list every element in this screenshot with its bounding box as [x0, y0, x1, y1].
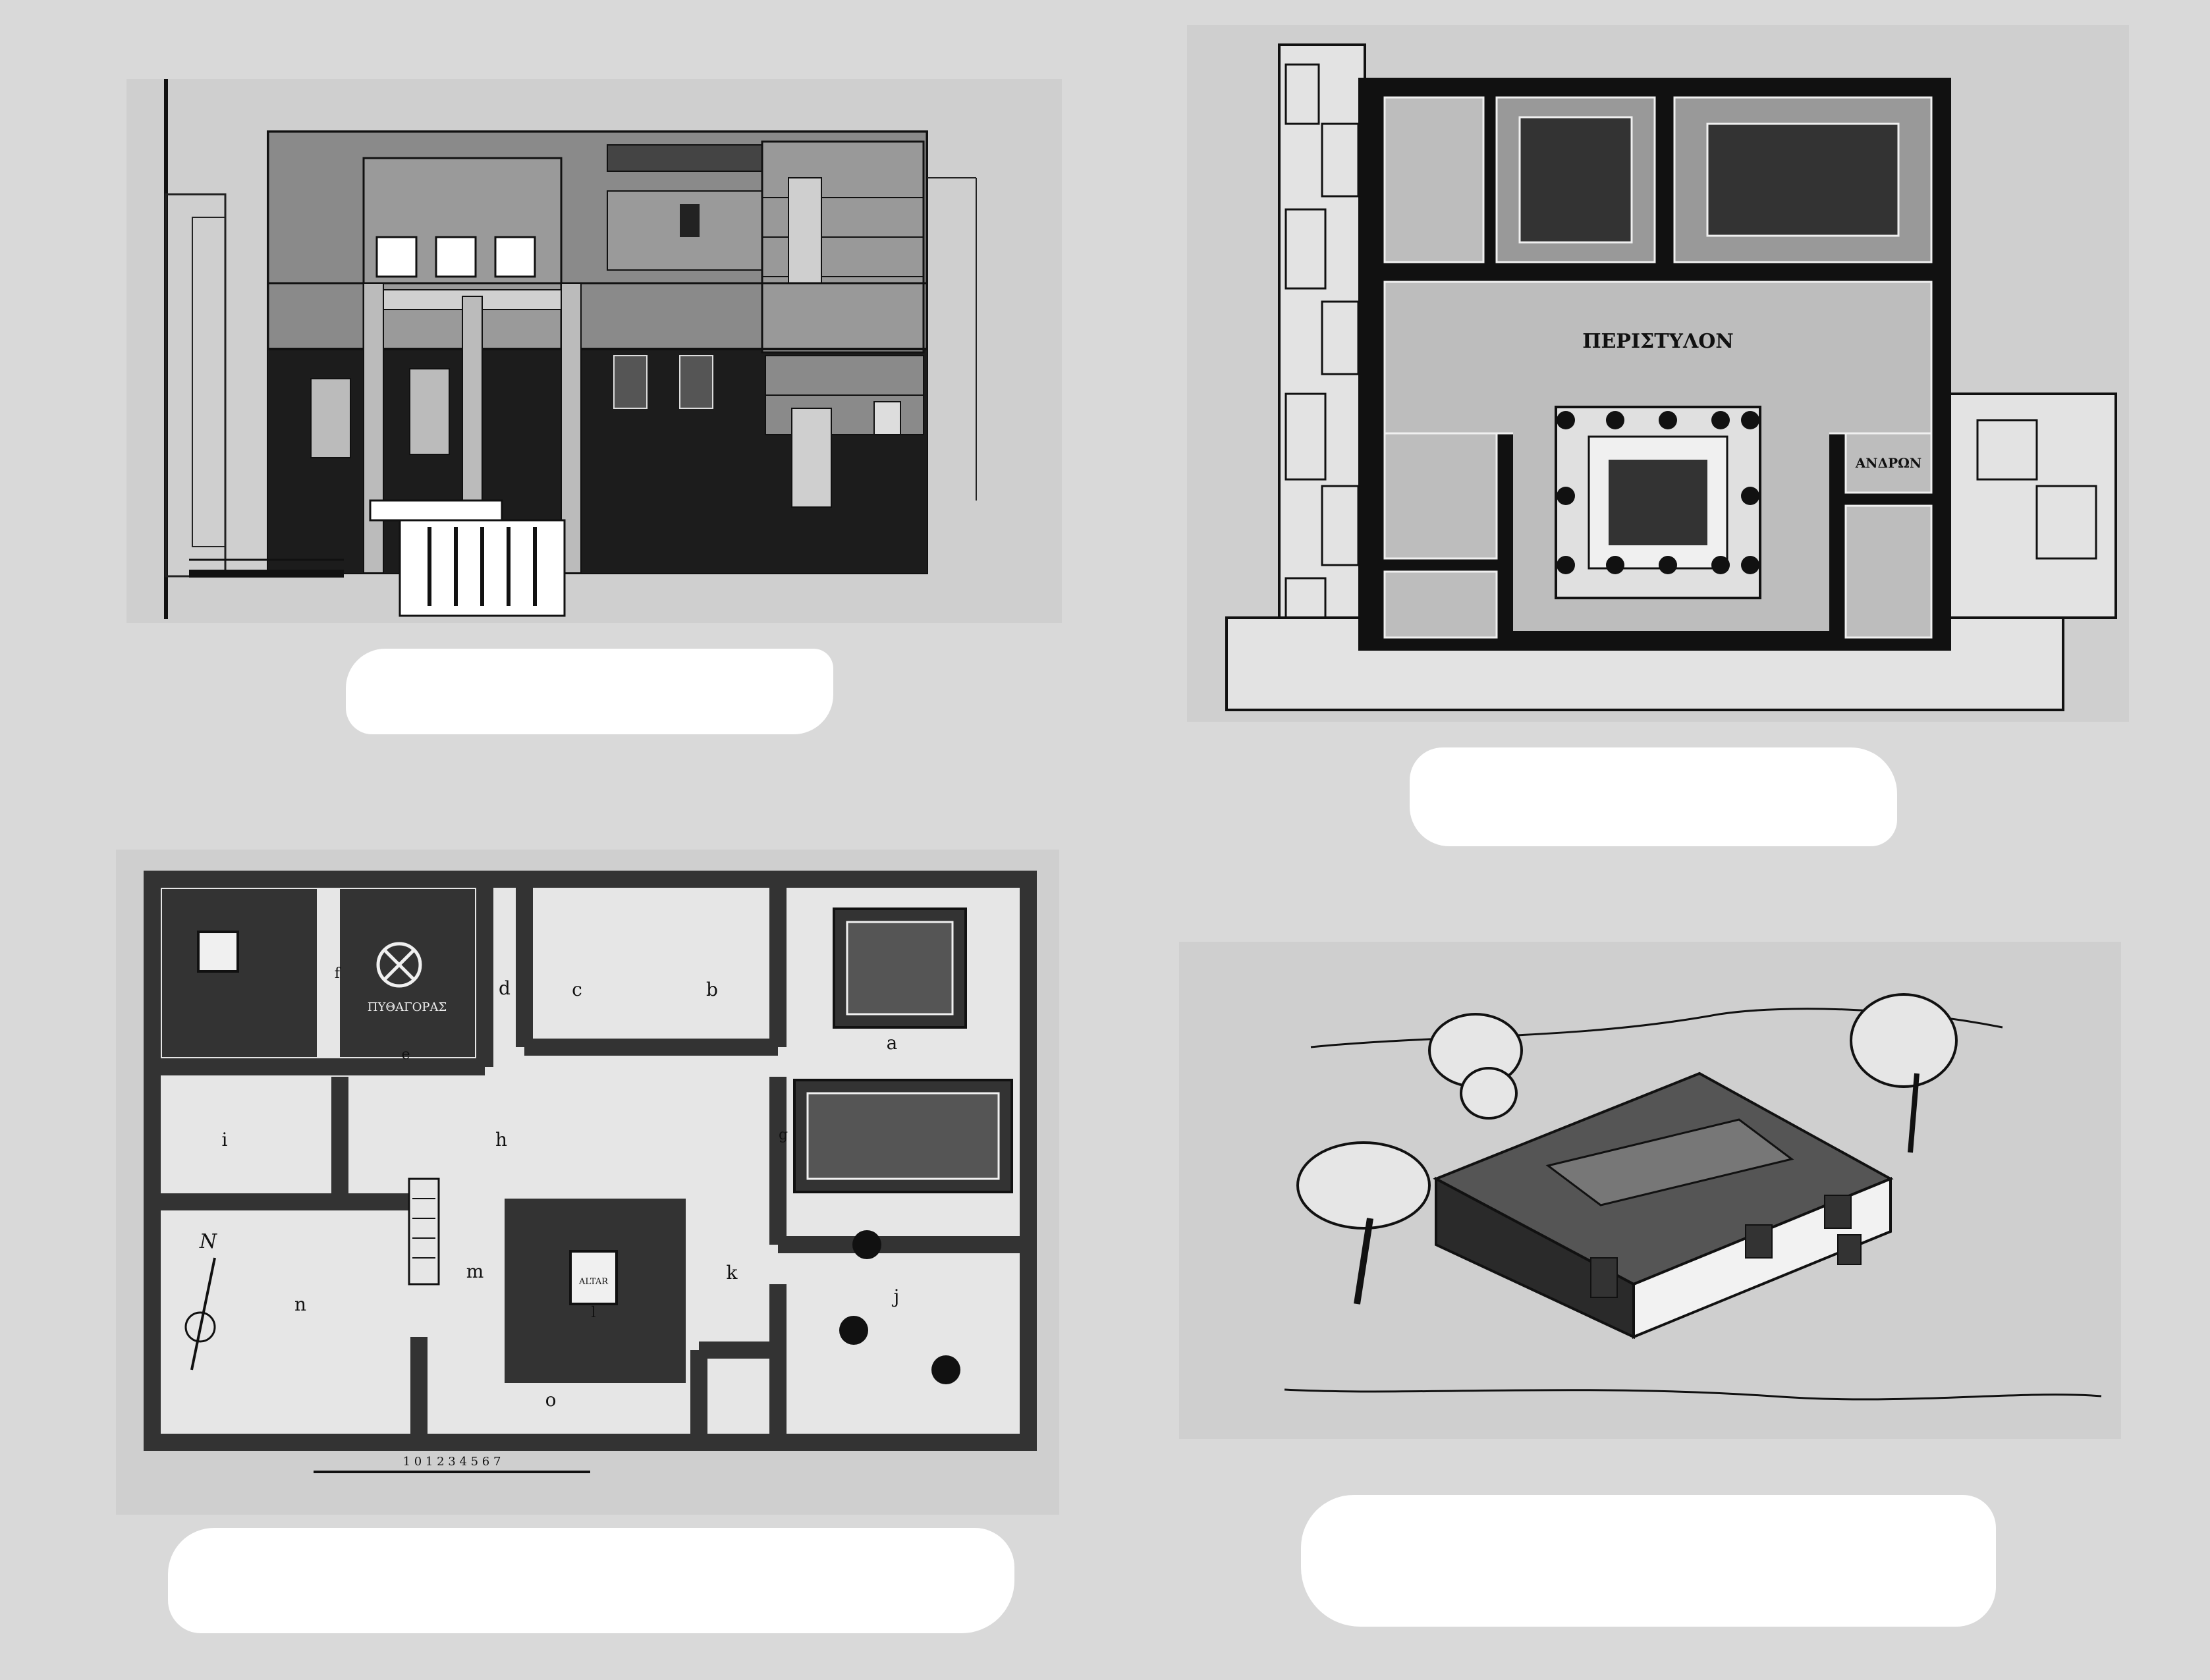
mosaic-inscription: ΠΥΘΑΓΟΡΑΣ: [368, 1000, 447, 1014]
north-arrow-label: N: [199, 1230, 218, 1253]
peristyle-plan-drawing: ΠΕΡΙΣΤΥΛΟΝ ΑΝΔΡΩΝ: [1187, 25, 2129, 722]
room-letter-l: l: [591, 1305, 595, 1321]
room-letter-c: c: [572, 979, 582, 1000]
elevation-panel: [126, 79, 1062, 623]
ground-plan-drawing: ΠΥΘΑΓΟΡΑΣ ALTAR N 1 0 1 2 3 4 5 6 7 a b: [116, 850, 1059, 1515]
room-letter-o: o: [545, 1389, 557, 1411]
perspective-view-panel: [1179, 942, 2121, 1439]
room-letter-k: k: [727, 1262, 738, 1284]
scale-label: 1 0 1 2 3 4 5 6 7: [403, 1455, 501, 1469]
altar-label: ALTAR: [578, 1277, 609, 1287]
elevation-drawing: [126, 79, 1062, 623]
room-letter-a: a: [887, 1032, 898, 1054]
room-letters: a b c d e f g h i j k l m n o: [222, 965, 900, 1411]
room-letter-n: n: [294, 1293, 306, 1315]
room-letter-m: m: [466, 1260, 484, 1282]
peristyle-caption-redaction: [1410, 747, 1897, 846]
room-letter-j: j: [892, 1286, 900, 1307]
room-letter-f: f: [335, 965, 341, 982]
ground-plan-panel: ΠΥΘΑΓΟΡΑΣ ALTAR N 1 0 1 2 3 4 5 6 7 a b: [116, 850, 1059, 1515]
elevation-caption-redaction: [346, 649, 833, 734]
bush: [1460, 1067, 1518, 1120]
room-letter-h: h: [495, 1129, 507, 1151]
room-letter-e: e: [401, 1046, 410, 1063]
courtyard-label: ΠΕΡΙΣΤΥΛΟΝ: [1582, 330, 1734, 353]
room-letter-g: g: [779, 1127, 788, 1143]
room-letter-i: i: [222, 1129, 228, 1151]
room-letter-d: d: [499, 977, 511, 999]
room-letter-b: b: [706, 979, 718, 1000]
side-room-label: ΑΝΔΡΩΝ: [1855, 455, 1921, 471]
perspective-caption-redaction: [1301, 1495, 1996, 1627]
peristyle-plan-panel: ΠΕΡΙΣΤΥΛΟΝ ΑΝΔΡΩΝ: [1187, 25, 2129, 722]
ground-plan-caption-redaction: [168, 1528, 1014, 1633]
perspective-view-drawing: [1179, 942, 2121, 1439]
